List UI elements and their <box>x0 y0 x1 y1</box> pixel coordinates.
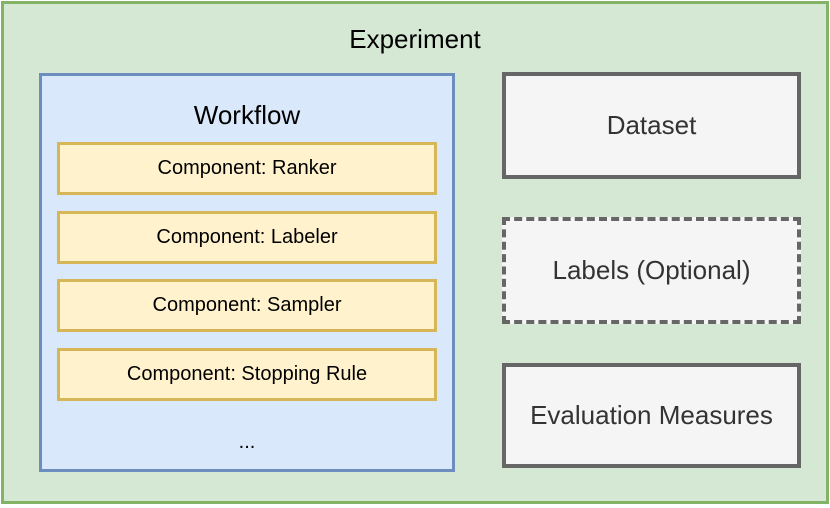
experiment-title: Experiment <box>349 24 481 54</box>
workflow-container: Workflow Component: Ranker Component: La… <box>39 73 455 472</box>
component-ranker: Component: Ranker <box>57 142 437 195</box>
component-stopping-rule: Component: Stopping Rule <box>57 348 437 401</box>
evaluation-measures-box: Evaluation Measures <box>502 363 801 468</box>
component-sampler: Component: Sampler <box>57 279 437 332</box>
dataset-box: Dataset <box>502 72 801 179</box>
workflow-more-ellipsis: ... <box>238 431 256 453</box>
workflow-title: Workflow <box>193 100 301 130</box>
labels-optional-box: Labels (Optional) <box>502 217 801 324</box>
component-labeler: Component: Labeler <box>57 211 437 264</box>
